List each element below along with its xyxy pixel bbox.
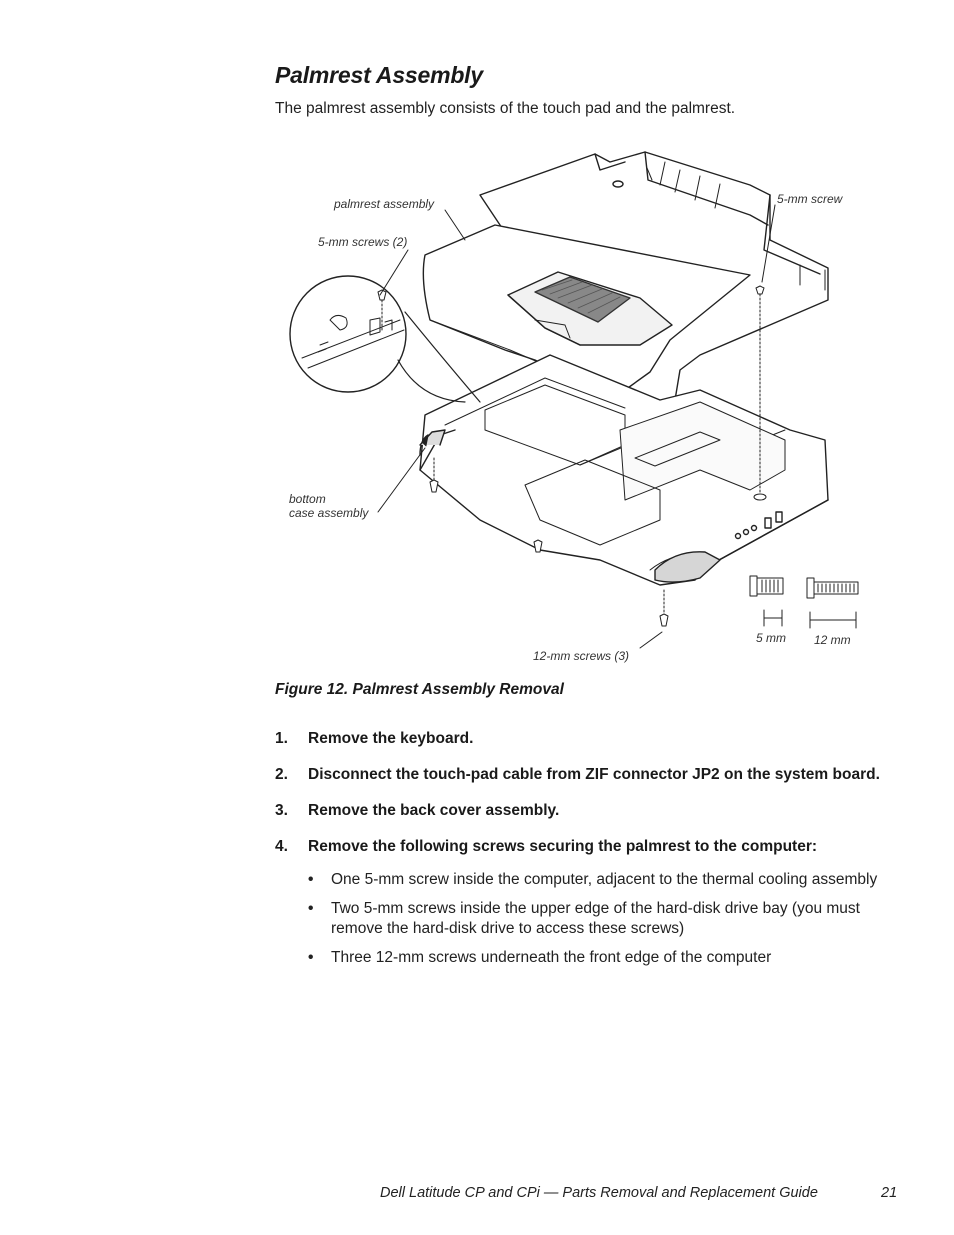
screw-12mm-front [659, 589, 669, 627]
exploded-diagram [289, 151, 859, 649]
step-1: 1. Remove the keyboard. [275, 728, 885, 749]
list-item-text: Two 5-mm screws inside the upper edge of… [331, 900, 860, 937]
footer-title: Dell Latitude CP and CPi — Parts Removal… [380, 1185, 818, 1201]
step-text: Remove the keyboard. [308, 730, 474, 747]
list-item-text: Three 12-mm screws underneath the front … [331, 949, 772, 966]
screw-scale-5mm [749, 575, 784, 627]
screw-12mm-middle [533, 539, 543, 553]
list-item-text: One 5-mm screw inside the computer, adja… [331, 871, 878, 888]
step-3: 3. Remove the back cover assembly. [275, 800, 885, 821]
speaker-grille [654, 551, 721, 583]
step-number: 4. [275, 838, 288, 855]
step-text: Remove the back cover assembly. [308, 802, 560, 819]
detail-inset [289, 275, 407, 393]
scale-label-12mm: 12 mm [814, 633, 851, 647]
screw-scale-12mm [806, 577, 859, 629]
screw-12mm-left [429, 457, 439, 493]
page-title: Palmrest Assembly [275, 62, 483, 88]
screw-5mm-inset [377, 289, 387, 331]
step-4-bullets-wrapper: • One 5-mm screw inside the computer, ad… [275, 870, 885, 968]
step-text: Remove the following screws securing the… [308, 838, 818, 855]
list-item: • One 5-mm screw inside the computer, ad… [308, 870, 885, 890]
procedure-steps: 1. Remove the keyboard. 2. Disconnect th… [275, 728, 885, 977]
page-number: 21 [881, 1185, 898, 1201]
callout-bottom-line2: case assembly [289, 506, 369, 520]
bullet-icon: • [308, 949, 314, 966]
list-item: • Two 5-mm screws inside the upper edge … [308, 899, 885, 939]
step-number: 3. [275, 802, 288, 819]
callout-bottom-line1: bottom [289, 492, 326, 506]
step-text: Disconnect the touch-pad cable from ZIF … [308, 766, 880, 783]
figure-caption: Figure 12. Palmrest Assembly Removal [275, 681, 564, 698]
touch-pad [534, 276, 631, 323]
step-4: 4. Remove the following screws securing … [275, 836, 885, 857]
callout-5mm-screws: 5-mm screws (2) [318, 235, 408, 249]
list-item: • Three 12-mm screws underneath the fron… [308, 948, 885, 968]
callout-5mm-screw: 5-mm screw [777, 192, 843, 206]
step-number: 2. [275, 766, 288, 783]
screw-list: • One 5-mm screw inside the computer, ad… [308, 870, 885, 968]
intro-paragraph: The palmrest assembly consists of the to… [275, 100, 736, 117]
callout-palmrest-assembly: palmrest assembly [334, 197, 435, 211]
step-2: 2. Disconnect the touch-pad cable from Z… [275, 764, 885, 785]
bullet-icon: • [308, 871, 314, 888]
screw-5mm-right [753, 285, 767, 501]
callout-12mm-screws: 12-mm screws (3) [533, 649, 630, 663]
step-number: 1. [275, 730, 288, 747]
palmrest-assembly-figure: palmrest assembly 5-mm screws (2) 5-mm s… [280, 140, 880, 670]
scale-label-5mm: 5 mm [756, 631, 786, 645]
bullet-icon: • [308, 900, 314, 917]
